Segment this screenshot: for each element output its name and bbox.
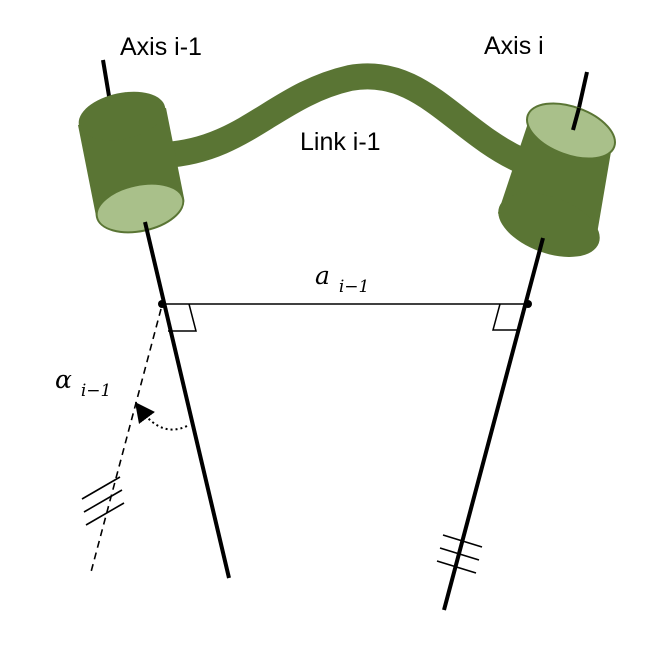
axis-i-1-lower — [143, 221, 231, 579]
link-length-symbol: a — [315, 261, 330, 290]
axis-i-1-label: Axis i-1 — [120, 33, 202, 61]
axis-i-tip — [571, 107, 581, 131]
twist-angle-label: α i−1 — [55, 365, 111, 401]
joint-i-1-cylinder — [78, 91, 185, 234]
axis-i-label: Axis i — [484, 32, 544, 60]
right-angle-left — [168, 303, 197, 332]
twist-angle-subscript: i−1 — [81, 381, 112, 401]
link-length-label: a i−1 — [315, 261, 369, 297]
twist-angle-arc — [134, 402, 188, 431]
parallel-marks-right — [436, 534, 483, 574]
right-angle-right — [492, 303, 520, 331]
joint-i-cylinder — [498, 102, 616, 257]
twist-angle-symbol: α — [55, 365, 72, 394]
joint-i-1-cap — [95, 182, 185, 234]
axis-i-lower — [442, 237, 545, 611]
projected-axis — [90, 308, 162, 573]
normal-endpoint-right — [524, 300, 532, 308]
link-body — [152, 63, 533, 173]
normal-endpoint-left — [158, 300, 166, 308]
parallel-marks-left — [81, 476, 125, 526]
link-label: Link i-1 — [300, 128, 381, 156]
link-length-subscript: i−1 — [339, 277, 370, 297]
